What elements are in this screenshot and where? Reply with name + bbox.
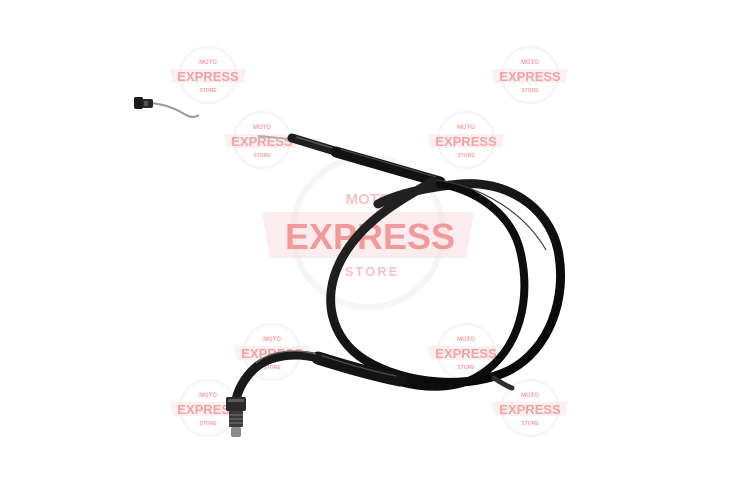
watermark-small-ring bbox=[500, 45, 560, 105]
watermark-small-line2: EXPRESS bbox=[435, 346, 497, 361]
watermark-small-banner bbox=[428, 134, 504, 148]
watermark-logo-small: MOTO EXPRESS STORE bbox=[492, 378, 568, 438]
watermark-logo-small: MOTO EXPRESS STORE bbox=[492, 45, 568, 105]
cable-tip bbox=[231, 427, 241, 437]
watermark-small-banner bbox=[428, 346, 504, 360]
watermark-small-banner bbox=[170, 69, 246, 83]
watermark-small-line1: MOTO bbox=[199, 393, 217, 399]
watermark-small-banner bbox=[492, 69, 568, 83]
fitting-wire bbox=[149, 102, 200, 118]
watermark-small-ring bbox=[436, 110, 496, 170]
watermark-small-line3: STORE bbox=[253, 153, 271, 159]
watermark-small-line2: EXPRESS bbox=[499, 69, 561, 84]
watermark-logo-small: MOTO EXPRESS STORE bbox=[170, 45, 246, 105]
watermark-small-line1: MOTO bbox=[457, 337, 475, 343]
cable-loop bbox=[326, 177, 566, 391]
watermark-small-line3: STORE bbox=[457, 153, 475, 159]
watermark-small-line2: EXPRESS bbox=[499, 402, 561, 417]
cable-strand-outer bbox=[326, 177, 566, 387]
watermark-small-line3: STORE bbox=[457, 365, 475, 371]
watermark-line3: STORE bbox=[345, 264, 400, 279]
watermark-small-line3: STORE bbox=[521, 88, 539, 94]
ferrule-body bbox=[287, 133, 343, 157]
cable-bottom-end bbox=[226, 350, 407, 437]
watermark-small-line1: MOTO bbox=[199, 60, 217, 66]
watermark-small-line1: MOTO bbox=[253, 125, 271, 131]
watermark-banner bbox=[262, 212, 474, 258]
cable-strand-inner bbox=[396, 180, 529, 391]
fitting-highlight bbox=[144, 101, 148, 106]
cable-highlight bbox=[435, 179, 547, 251]
watermark-small-banner bbox=[492, 402, 568, 416]
watermark-small-line1: MOTO bbox=[521, 393, 539, 399]
watermark-small-line1: MOTO bbox=[263, 337, 281, 343]
steel-elbow-highlight bbox=[255, 350, 317, 364]
fitting-barrel bbox=[134, 97, 143, 109]
watermark-small-line3: STORE bbox=[199, 88, 217, 94]
cable-top-ferrule bbox=[287, 133, 446, 188]
watermark-small-ring bbox=[500, 378, 560, 438]
bottom-sleeve-highlight bbox=[319, 354, 397, 377]
watermark-small-line1: MOTO bbox=[521, 60, 539, 66]
watermark-small-ring bbox=[178, 45, 238, 105]
cable-crossing bbox=[491, 375, 515, 391]
adjuster-nut-highlight bbox=[228, 399, 244, 402]
ferrule-sleeve bbox=[330, 146, 446, 188]
watermark-logo-small: MOTO EXPRESS STORE bbox=[428, 110, 504, 170]
cable-end-fitting bbox=[134, 97, 200, 118]
ferrule-highlight bbox=[295, 136, 337, 150]
watermark-small-line3: STORE bbox=[199, 421, 217, 427]
watermark-small-line2: EXPRESS bbox=[177, 69, 239, 84]
sleeve-highlight bbox=[339, 148, 437, 178]
watermark-small-line3: STORE bbox=[521, 421, 539, 427]
watermark-small-line2: EXPRESS bbox=[435, 134, 497, 149]
watermark-small-line1: MOTO bbox=[457, 125, 475, 131]
watermark-small-line3: STORE bbox=[263, 365, 281, 371]
watermark-logo-small: MOTO EXPRESS STORE bbox=[428, 322, 504, 382]
bottom-sleeve bbox=[311, 351, 407, 387]
steel-elbow bbox=[231, 350, 323, 405]
watermark-small-line2: EXPRESS bbox=[177, 402, 239, 417]
